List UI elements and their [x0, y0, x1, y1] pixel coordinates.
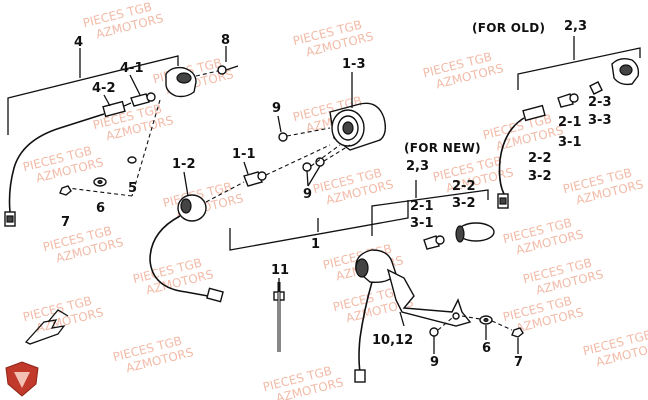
wire-4 [8, 113, 105, 213]
part-2-1-bulb-old [557, 93, 579, 108]
part-1-2-socket [177, 181, 245, 222]
label-3-2-old: 3-2 [528, 169, 552, 184]
label-7-a: 7 [61, 215, 70, 230]
label-10-12: 10,12 [372, 333, 413, 348]
part-2-1-bulb-new [423, 235, 445, 250]
connector-2-3-new [354, 369, 366, 383]
label-2-1-old: 2-1 [558, 115, 582, 130]
label-4: 4 [74, 35, 83, 50]
label-2-3a-old: 2-3 [588, 95, 612, 110]
bracket-2-3-new [371, 180, 489, 236]
bracket-2-3-old [517, 36, 641, 90]
part-2-2-socket-old [522, 104, 546, 122]
wire-1-2 [149, 215, 209, 297]
label-8: 8 [221, 33, 230, 48]
label-3-1-new: 3-1 [410, 216, 434, 231]
part-2-3-lamp-old [611, 57, 640, 86]
part-10-12-bracket [386, 268, 472, 327]
label-2-3-new: 2,3 [406, 159, 429, 174]
label-4-1: 4-1 [120, 61, 144, 76]
part-2-2-lens-new [455, 222, 495, 243]
part-4-1-bulb [130, 92, 156, 107]
part-7-nut-b [491, 320, 524, 338]
label-1-2: 1-2 [172, 157, 196, 172]
part-2-3-lamp-new [355, 249, 397, 284]
dashline-4b [67, 187, 133, 197]
label-9-a: 9 [272, 101, 281, 116]
bracket-4 [7, 48, 179, 135]
dashline-4 [131, 99, 161, 197]
header-for-old: (FOR OLD) [472, 21, 545, 35]
label-9-c: 9 [430, 355, 439, 370]
part-2-3-clip-old [589, 81, 603, 95]
part-11-cable-tie [273, 282, 285, 352]
label-2-1-new: 2-1 [410, 199, 434, 214]
part-9-screws-b [302, 144, 351, 172]
label-2-3-old: 2,3 [564, 19, 587, 34]
part-1-3-headlamp [329, 102, 387, 151]
label-11: 11 [271, 263, 289, 278]
label-1-3: 1-3 [342, 57, 366, 72]
connector-2-3-old [497, 193, 509, 209]
leader-lines [103, 46, 519, 354]
part-4-lamp-housing [165, 66, 197, 98]
wire-2-3-new [358, 281, 373, 373]
label-5: 5 [128, 181, 137, 196]
label-2-2-old: 2-2 [528, 151, 552, 166]
label-1-1: 1-1 [232, 147, 256, 162]
label-7-b: 7 [514, 355, 523, 370]
part-4-2-socket [102, 100, 132, 118]
label-3-3-old: 3-3 [588, 113, 612, 128]
label-4-2: 4-2 [92, 81, 116, 96]
part-6-nut-a [93, 177, 107, 187]
label-3-2-new: 3-2 [452, 196, 476, 211]
part-5-washer [127, 156, 137, 164]
bracket-1 [229, 200, 409, 251]
part-7-nut-a [59, 185, 72, 196]
connector-4 [4, 211, 16, 227]
label-6-b: 6 [482, 341, 491, 356]
part-9-screw-a [278, 127, 331, 142]
part-8-screw [195, 65, 239, 77]
label-2-2-new: 2-2 [452, 179, 476, 194]
label-1: 1 [311, 237, 320, 252]
red-shield-logo-icon [5, 361, 39, 397]
label-9-b: 9 [303, 187, 312, 202]
part-6-nut-b [461, 315, 493, 325]
wire-2-3-old [498, 117, 525, 195]
label-6-a: 6 [96, 201, 105, 216]
front-direction-arrow-icon [24, 309, 69, 345]
header-for-new: (FOR NEW) [404, 141, 481, 155]
part-1-1-bulb [243, 144, 331, 187]
label-3-1-old: 3-1 [558, 135, 582, 150]
connector-1-2 [206, 287, 224, 303]
